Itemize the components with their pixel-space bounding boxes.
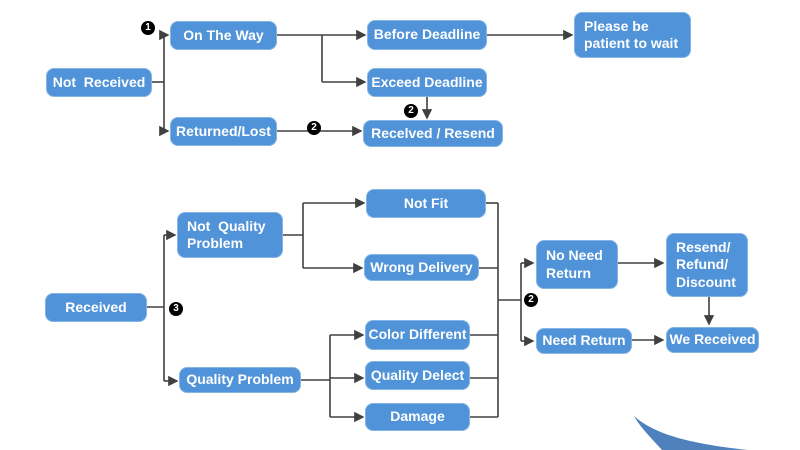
- node-exceed-deadline: Exceed Deadline: [367, 68, 487, 97]
- node-label: Quality Delect: [370, 366, 465, 383]
- node-damage: Damage: [365, 403, 470, 431]
- node-received: Received: [45, 293, 147, 322]
- badge-number: 1: [145, 22, 151, 33]
- node-label: Returned/Lost: [176, 122, 271, 139]
- badge-step-1: 1: [141, 21, 155, 35]
- node-need-return: Need Return: [536, 328, 632, 354]
- node-label: Wrong Delivery: [370, 258, 473, 275]
- node-label: Not Quality Problem: [187, 217, 266, 251]
- node-label: Damage: [390, 408, 445, 425]
- badge-step-2-right: 2: [524, 293, 538, 307]
- badge-number: 2: [528, 294, 534, 305]
- node-we-received: We Received: [666, 327, 759, 353]
- badge-step-2-top: 2: [307, 121, 321, 135]
- node-label: Recelved / Resend: [371, 124, 495, 141]
- node-not-received: Not Received: [46, 68, 152, 97]
- node-quality-delect: Quality Delect: [365, 361, 470, 390]
- node-label: Not Fit: [403, 194, 449, 211]
- node-label: Quality Problem: [186, 371, 294, 388]
- badge-number: 3: [173, 303, 179, 314]
- node-label: No Need Return: [546, 247, 603, 281]
- node-no-need-return: No Need Return: [536, 240, 618, 289]
- badge-number: 2: [408, 105, 414, 116]
- node-not-quality-problem: Not Quality Problem: [177, 212, 283, 258]
- node-label: Before Deadline: [373, 26, 481, 43]
- node-label: Not Received: [52, 73, 146, 90]
- node-on-the-way: On The Way: [170, 21, 277, 50]
- node-returned-lost: Returned/Lost: [170, 117, 277, 146]
- node-not-fit: Not Fit: [366, 189, 486, 218]
- node-label: Color Different: [368, 326, 467, 343]
- corner-swoosh-decoration: [634, 416, 748, 450]
- connector-segments: [147, 29, 715, 423]
- badge-step-3: 3: [169, 302, 183, 316]
- node-label: Exceed Deadline: [371, 73, 483, 90]
- node-color-different: Color Different: [365, 320, 470, 350]
- badge-step-2-mid: 2: [404, 104, 418, 118]
- badge-number: 2: [311, 122, 317, 133]
- node-quality-problem: Quality Problem: [179, 367, 301, 393]
- node-resend-refund-discount: Resend/ Refund/ Discount: [666, 233, 748, 297]
- node-before-deadline: Before Deadline: [367, 20, 487, 50]
- node-received-resend: Recelved / Resend: [363, 120, 503, 147]
- node-label: On The Way: [183, 26, 264, 43]
- node-wrong-delivery: Wrong Delivery: [364, 254, 479, 281]
- node-label: Please be patient to wait: [584, 17, 679, 51]
- node-please-wait: Please be patient to wait: [574, 12, 691, 58]
- node-label: Received: [65, 298, 127, 315]
- node-label: Need Return: [542, 332, 626, 349]
- node-label: We Received: [669, 331, 756, 348]
- node-label: Resend/ Refund/ Discount: [676, 239, 736, 290]
